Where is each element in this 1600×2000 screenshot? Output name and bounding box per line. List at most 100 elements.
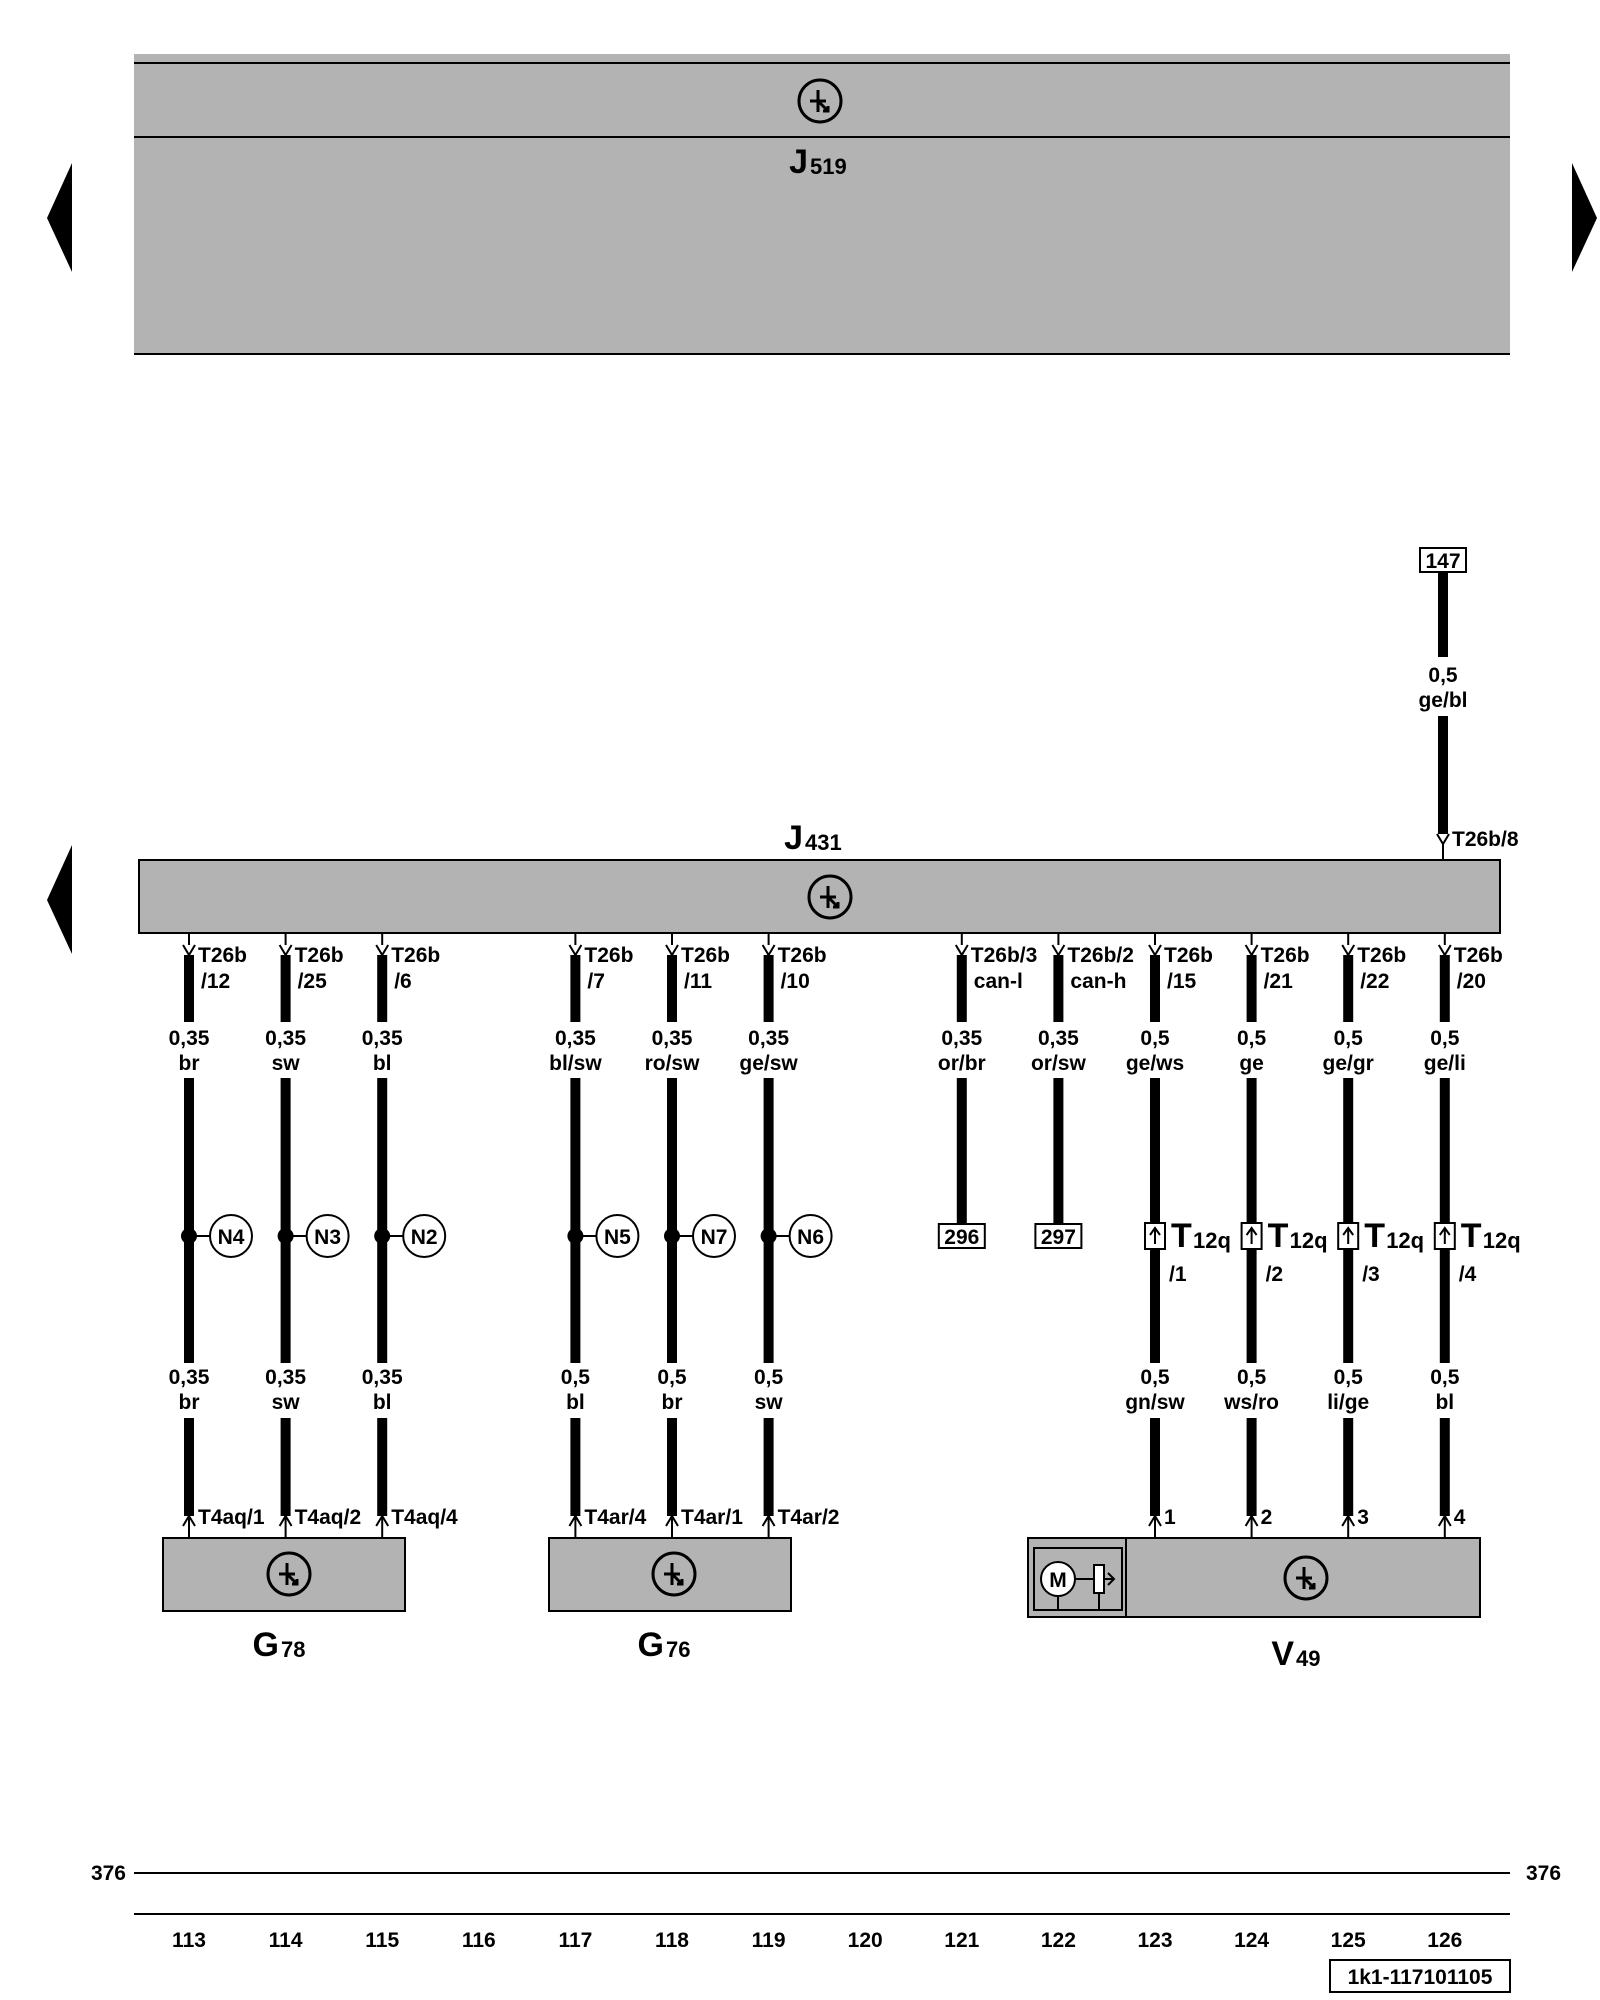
column-number: 115 [365, 1929, 399, 1952]
pin-label-sub: can-l [974, 970, 1023, 993]
pin-label: T4aq/2 [295, 1506, 362, 1529]
connector-letter: T [1268, 1217, 1289, 1255]
connector-arrow-icon [1149, 1226, 1161, 1244]
doc-id-label: 1k1-117101105 [1348, 1966, 1493, 1989]
arrow-right-icon[interactable] [1572, 163, 1597, 272]
wire-color: sw [272, 1052, 301, 1075]
chip-symbol [664, 1563, 684, 1586]
wire-color: bl [373, 1391, 392, 1414]
arrow-left-icon[interactable] [47, 163, 72, 272]
pin-label: T26b [1454, 944, 1503, 967]
pin-arrow-icon [1148, 944, 1162, 957]
module-label-letter: J [784, 819, 803, 857]
wire-size: 0,35 [1038, 1027, 1079, 1050]
motor-symbol-label: M [1049, 1569, 1067, 1592]
wire-color: ge/sw [739, 1052, 798, 1075]
pin-arrow-icon [1437, 944, 1452, 957]
electronic-component-icon [651, 1551, 697, 1597]
column-number: 121 [944, 1929, 979, 1952]
splice-node-label: N5 [604, 1226, 631, 1249]
motor-V49: M V 49 [1027, 1537, 1481, 1673]
wire-group: T26b/120,35brN40,35brT4aq/1T26b/250,35sw… [169, 933, 1521, 1538]
splice-node-label: N2 [411, 1226, 438, 1249]
wire-color: ge/ws [1126, 1052, 1184, 1075]
column-number: 114 [269, 1929, 303, 1952]
wire-color: sw [755, 1391, 784, 1414]
connector-letter: T [1461, 1217, 1482, 1255]
wire-color: ge [1239, 1052, 1264, 1075]
pin-arrow-icon [1244, 944, 1259, 957]
arrow-left-icon[interactable] [47, 845, 72, 954]
connector-arrow-icon [1438, 1226, 1451, 1244]
module-label-letter: V [1271, 1635, 1294, 1673]
column-number: 113 [172, 1929, 206, 1952]
wire-size: 0,35 [362, 1366, 403, 1389]
column-number: 125 [1331, 1929, 1366, 1952]
wire-color: br [179, 1052, 200, 1075]
pin-label: 1 [1164, 1506, 1176, 1529]
pin-label-sub: /6 [394, 970, 412, 993]
wire-size: 0,35 [265, 1366, 306, 1389]
wire-color: li/ge [1327, 1391, 1369, 1414]
wire-color: or/br [938, 1052, 986, 1075]
connector-arrow-icon [1342, 1226, 1355, 1244]
connector-sub: 12q [1290, 1228, 1328, 1253]
ref-box-label: 297 [1041, 1226, 1076, 1249]
wire-size: 0,5 [1334, 1366, 1364, 1389]
chip-circle [807, 874, 853, 920]
ref-box-label: 296 [944, 1226, 979, 1249]
chip-symbol [820, 886, 840, 909]
pin-arrow-icon [278, 944, 293, 957]
pin-label-sub: can-h [1070, 970, 1126, 993]
wire-size: 0,35 [555, 1027, 596, 1050]
wire-size: 0,35 [169, 1027, 210, 1050]
chip-circle [651, 1551, 697, 1597]
column-number: 123 [1137, 1929, 1172, 1952]
connector-sub: 12q [1483, 1228, 1521, 1253]
connector-pin: /4 [1459, 1263, 1477, 1286]
pin-label: T26b [1261, 944, 1310, 967]
splice-node-label: N4 [218, 1226, 245, 1249]
chip-symbol [810, 90, 830, 113]
pin-label: T26b [584, 944, 633, 967]
wire-size: 0,5 [1428, 664, 1458, 687]
pin-label: T4aq/4 [391, 1506, 458, 1529]
pin-label-sub: /25 [298, 970, 328, 993]
wire-size: 0,5 [1140, 1366, 1170, 1389]
sensor-G78: G 78 [162, 1537, 406, 1664]
connector-letter: T [1364, 1217, 1385, 1255]
splice-node [209, 1214, 253, 1258]
top-feed: 147 0,5 ge/bl T26b/8 [1418, 547, 1519, 860]
ground-ref-right: 376 [1526, 1862, 1561, 1885]
pin-label-sub: /21 [1264, 970, 1294, 993]
pin-label: T26b [1357, 944, 1406, 967]
wire-size: 0,35 [362, 1027, 403, 1050]
wire-color: sw [272, 1391, 301, 1414]
chip-circle [797, 78, 843, 124]
splice-node [788, 1214, 833, 1258]
pin-label-sub: /7 [587, 970, 605, 993]
pin-label: T4ar/4 [584, 1506, 646, 1529]
connector-pin: /2 [1266, 1263, 1284, 1286]
electronic-component-icon [1283, 1555, 1329, 1601]
pin-arrow-icon [1051, 944, 1066, 957]
wire-size: 0,5 [754, 1366, 784, 1389]
pin-label-sub: /15 [1167, 970, 1197, 993]
column-number: 122 [1041, 1929, 1076, 1952]
wire-size: 0,35 [652, 1027, 693, 1050]
pin-label: T26b [391, 944, 440, 967]
wire-color: bl [1435, 1391, 1454, 1414]
pin-label: T26b [1164, 944, 1213, 967]
pin-arrow-icon [1341, 944, 1356, 957]
wire-color: ge/gr [1323, 1052, 1374, 1075]
sensor-G76: G 76 [548, 1537, 792, 1664]
pin-arrow-icon [182, 944, 196, 957]
electronic-component-icon [797, 78, 843, 124]
wire-color: bl/sw [549, 1052, 602, 1075]
module-label-letter: G [253, 1626, 279, 1664]
